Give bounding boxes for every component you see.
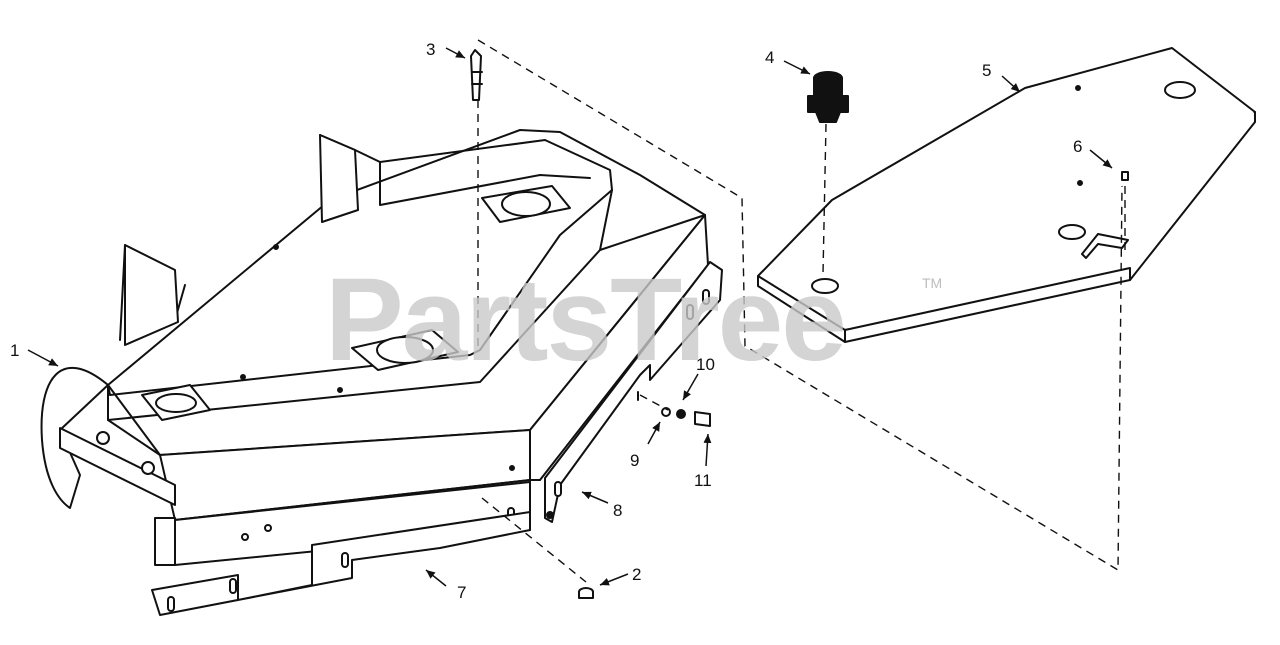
side-skirt — [544, 261, 723, 523]
leader-arrows — [27, 47, 1113, 587]
callout-1: 1 — [10, 341, 19, 360]
callout-9: 9 — [630, 451, 639, 470]
deck-cover — [757, 47, 1256, 343]
callout-8: 8 — [613, 501, 622, 520]
spindle-bolt — [470, 49, 483, 101]
callout-2: 2 — [632, 565, 641, 584]
trademark-symbol: TM — [922, 275, 942, 291]
spindle-pulley — [807, 71, 849, 123]
callout-labels: 1 2 3 4 5 6 7 8 9 10 11 — [10, 40, 1082, 602]
hardware-set — [637, 391, 711, 427]
callout-4: 4 — [765, 48, 774, 67]
cover-bolt — [1121, 171, 1129, 181]
deck-housing — [40, 129, 709, 566]
front-skirt — [151, 511, 531, 616]
callout-6: 6 — [1073, 137, 1082, 156]
callout-7: 7 — [457, 583, 466, 602]
callout-5: 5 — [982, 61, 991, 80]
callout-3: 3 — [426, 40, 435, 59]
assembly-lines — [477, 39, 1126, 583]
watermark-text: PartsTree — [325, 254, 845, 386]
callout-10: 10 — [696, 355, 715, 374]
callout-11: 11 — [694, 471, 712, 490]
wing-nut — [578, 587, 594, 599]
